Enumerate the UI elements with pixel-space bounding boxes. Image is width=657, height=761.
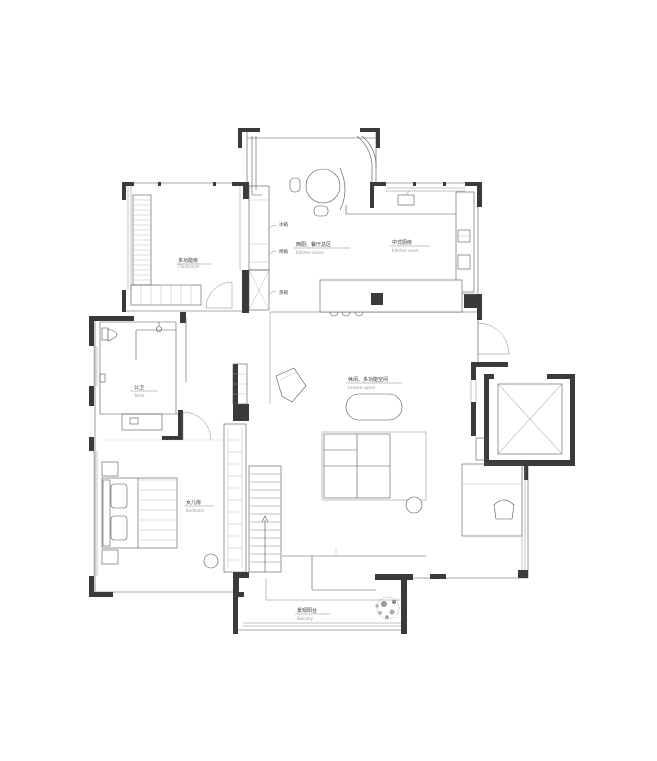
walls xyxy=(89,128,575,634)
side-table xyxy=(405,496,423,514)
chinese-kitchen: 中式厨房 Kitchen room xyxy=(319,187,476,317)
kitchen-dining-label-en: Kitchen zones xyxy=(296,250,324,255)
steamer-label: 蒸箱 xyxy=(279,289,288,296)
staircase xyxy=(232,312,282,573)
living-label-cn: 休闲、多功能空间 xyxy=(348,376,388,383)
armchair xyxy=(493,499,515,520)
living-space: 休闲、多功能空间 Leisure space xyxy=(275,367,526,591)
dining-chair xyxy=(289,177,301,193)
daughter-room-label-cn: 女儿房 xyxy=(186,499,201,506)
entry-door xyxy=(477,322,510,355)
balcony-label-cn: 景观阳台 xyxy=(297,607,317,614)
bathroom-label-cn: 公卫 xyxy=(134,385,144,391)
bathroom: 公卫 Toilet xyxy=(93,318,212,441)
kitchen-dining-label-cn: 西厨、餐厅总区 xyxy=(296,241,331,248)
chinese-kitchen-label-en: Kitchen room xyxy=(392,248,419,253)
dining-chair xyxy=(313,205,329,217)
kitchen-dining-area: 冰箱 烤箱 蒸箱 西厨、餐厅总区 Kitchen zones xyxy=(248,135,456,311)
bathroom-label-en: Toilet xyxy=(133,393,145,398)
elevator-shaft xyxy=(497,383,563,455)
ottoman xyxy=(345,393,403,421)
multi-room: 多功能房 Cloakroom xyxy=(127,186,241,309)
living-label-en: Leisure space xyxy=(348,385,376,390)
sink xyxy=(397,194,415,206)
dining-table xyxy=(305,168,341,204)
vanity xyxy=(121,413,163,431)
lounge-chair xyxy=(275,367,307,403)
balcony-label-en: Balcony xyxy=(297,616,313,621)
thin-outline xyxy=(94,130,529,631)
fridge-label: 冰箱 xyxy=(279,221,288,228)
plant-icon xyxy=(375,596,400,620)
daughter-room: 女儿房 Bedroom xyxy=(93,423,247,576)
multi-room-label-cn: 多功能房 xyxy=(178,257,198,264)
multi-room-label-en: Cloakroom xyxy=(178,264,200,269)
bed xyxy=(101,477,178,549)
round-stool xyxy=(203,553,219,569)
chinese-kitchen-label-cn: 中式厨房 xyxy=(392,239,412,246)
daughter-room-label-en: Bedroom xyxy=(186,508,204,513)
kitchen-island xyxy=(319,279,463,313)
balcony: 景观阳台 Balcony xyxy=(243,578,401,627)
oven-label: 烤箱 xyxy=(279,248,288,255)
toilet xyxy=(107,328,118,342)
